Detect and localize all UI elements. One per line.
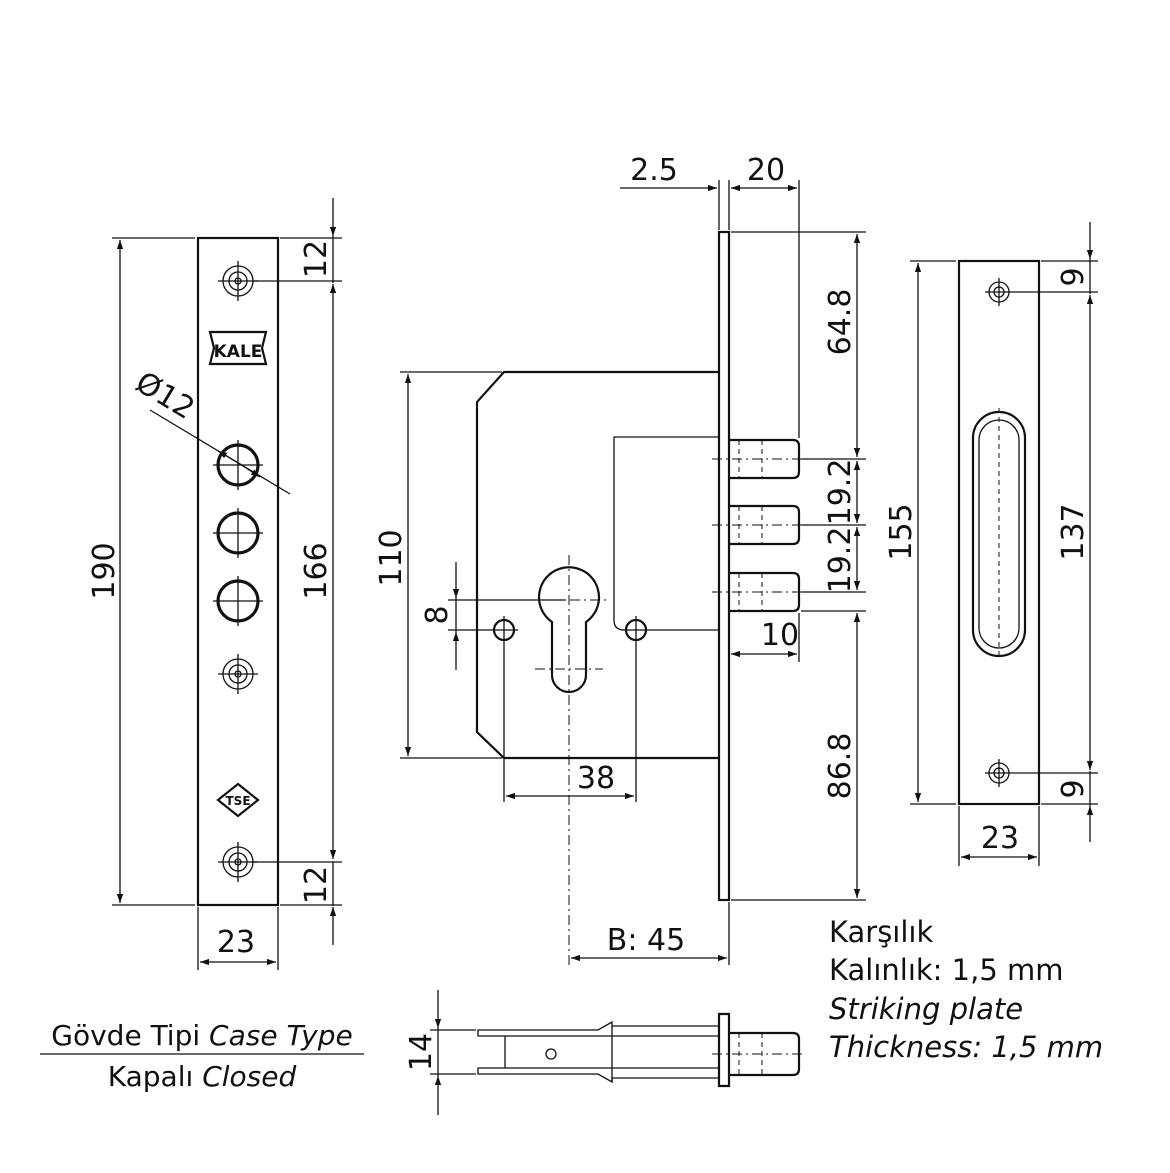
side-view: 2.5 20 64.8 19.2 19.2 — [374, 153, 866, 965]
bottom-view: 14 — [404, 990, 806, 1115]
dimension-64-8: 64.8 — [731, 231, 866, 460]
strike-slot-outer — [971, 410, 1027, 658]
dimension-38: 38 — [506, 761, 634, 800]
dimension-86-8: 86.8 — [731, 610, 866, 901]
front-view: KALE TSE — [87, 198, 342, 970]
bottom-case-outline — [477, 1020, 719, 1084]
striking-plate-note: Karşılık Kalınlık: 1,5 mm Striking plate… — [829, 915, 1103, 1064]
dimension-10-label: 10 — [761, 618, 799, 653]
strike-slot-inner — [978, 419, 1020, 649]
dimension-2-5-label: 2.5 — [630, 153, 678, 188]
dimension-2-5: 2.5 — [620, 153, 730, 230]
dimension-12-top: 12 — [252, 198, 342, 283]
dimension-10: 10 — [728, 613, 800, 662]
dimension-8-label: 8 — [420, 605, 455, 624]
dimension-19-2-first: 19.2 — [801, 459, 866, 526]
dimension-backset: B: 45 — [571, 902, 730, 965]
dimension-190-label: 190 — [87, 542, 122, 599]
note-line1: Karşılık — [829, 915, 933, 949]
case-screw-left — [490, 616, 518, 802]
cylinder-hole-1 — [213, 440, 263, 490]
dimension-9-bottom-label: 9 — [1056, 779, 1091, 798]
case-type-line1: Gövde Tipi Case Type — [51, 1019, 352, 1052]
cylinder-keyhole — [537, 566, 601, 694]
case-type-legend: Gövde Tipi Case Type Kapalı Closed — [40, 1019, 364, 1093]
dimension-155-label: 155 — [884, 503, 919, 560]
dimension-190: 190 — [87, 237, 195, 906]
dimension-23-front: 23 — [197, 907, 279, 970]
dimension-9-top-label: 9 — [1056, 267, 1091, 286]
side-faceplate — [717, 230, 731, 902]
dimension-23-strike-label: 23 — [981, 821, 1019, 856]
dimension-23-front-label: 23 — [217, 925, 255, 960]
deadbolt-3 — [712, 571, 806, 613]
dimension-12-top-label: 12 — [299, 240, 334, 278]
dimension-64-8-label: 64.8 — [823, 289, 858, 356]
cylinder-hole-3 — [213, 576, 263, 626]
note-line2: Kalınlık: 1,5 mm — [829, 953, 1064, 987]
dimension-9-bottom: 9 — [1013, 771, 1098, 842]
dimension-diameter-12: Ø12 — [129, 365, 291, 495]
dimension-38-label: 38 — [577, 761, 615, 796]
dimension-155: 155 — [884, 260, 956, 805]
dimension-diameter-12-label: Ø12 — [129, 365, 200, 427]
dimension-110: 110 — [374, 371, 502, 759]
strike-plate-outline — [957, 259, 1041, 806]
deadbolt-2 — [712, 504, 806, 546]
note-line3: Striking plate — [829, 992, 1023, 1026]
case-type-line2: Kapalı Closed — [108, 1060, 297, 1093]
kale-logo-text: KALE — [214, 342, 263, 362]
dimension-12-bottom-label: 12 — [299, 866, 334, 904]
bolt-housing — [613, 436, 719, 631]
deadbolt-1 — [712, 438, 806, 480]
dimension-12-bottom: 12 — [252, 861, 342, 945]
dimension-19-2-second-label: 19.2 — [823, 527, 858, 594]
middle-screw-hole — [218, 654, 258, 694]
dimension-backset-label: B: 45 — [607, 923, 685, 958]
kale-logo: KALE — [208, 330, 268, 366]
dimension-20-label: 20 — [747, 153, 785, 188]
dimension-19-2-second: 19.2 — [801, 527, 866, 594]
lock-case-outline — [475, 370, 719, 760]
bottom-hole — [545, 1048, 557, 1060]
cylinder-hole-2 — [213, 508, 263, 558]
tse-logo-text: TSE — [225, 794, 250, 808]
dimension-14-label: 14 — [404, 1033, 439, 1071]
strike-plate-view: 155 9 137 9 23 — [884, 222, 1098, 866]
strike-screw-top — [985, 278, 1013, 306]
dimension-19-2-first-label: 19.2 — [823, 459, 858, 526]
case-screw-right — [622, 616, 650, 802]
note-line4: Thickness: 1,5 mm — [829, 1030, 1103, 1064]
dimension-20: 20 — [731, 153, 800, 438]
dimension-166: 166 — [299, 284, 337, 859]
dimension-110-label: 110 — [374, 529, 409, 586]
bottom-faceplate — [717, 1012, 731, 1088]
dimension-23-strike: 23 — [958, 806, 1040, 866]
strike-screw-bottom — [985, 759, 1013, 787]
dimension-137-label: 137 — [1056, 503, 1091, 560]
dimension-8: 8 — [420, 562, 566, 670]
dimension-86-8-label: 86.8 — [823, 733, 858, 800]
dimension-9-top: 9 — [1013, 222, 1098, 294]
dimension-14: 14 — [404, 990, 476, 1115]
dimension-137: 137 — [1056, 295, 1094, 770]
faceplate-outline — [196, 236, 280, 907]
tse-logo: TSE — [216, 782, 260, 818]
dimension-166-label: 166 — [299, 542, 334, 599]
